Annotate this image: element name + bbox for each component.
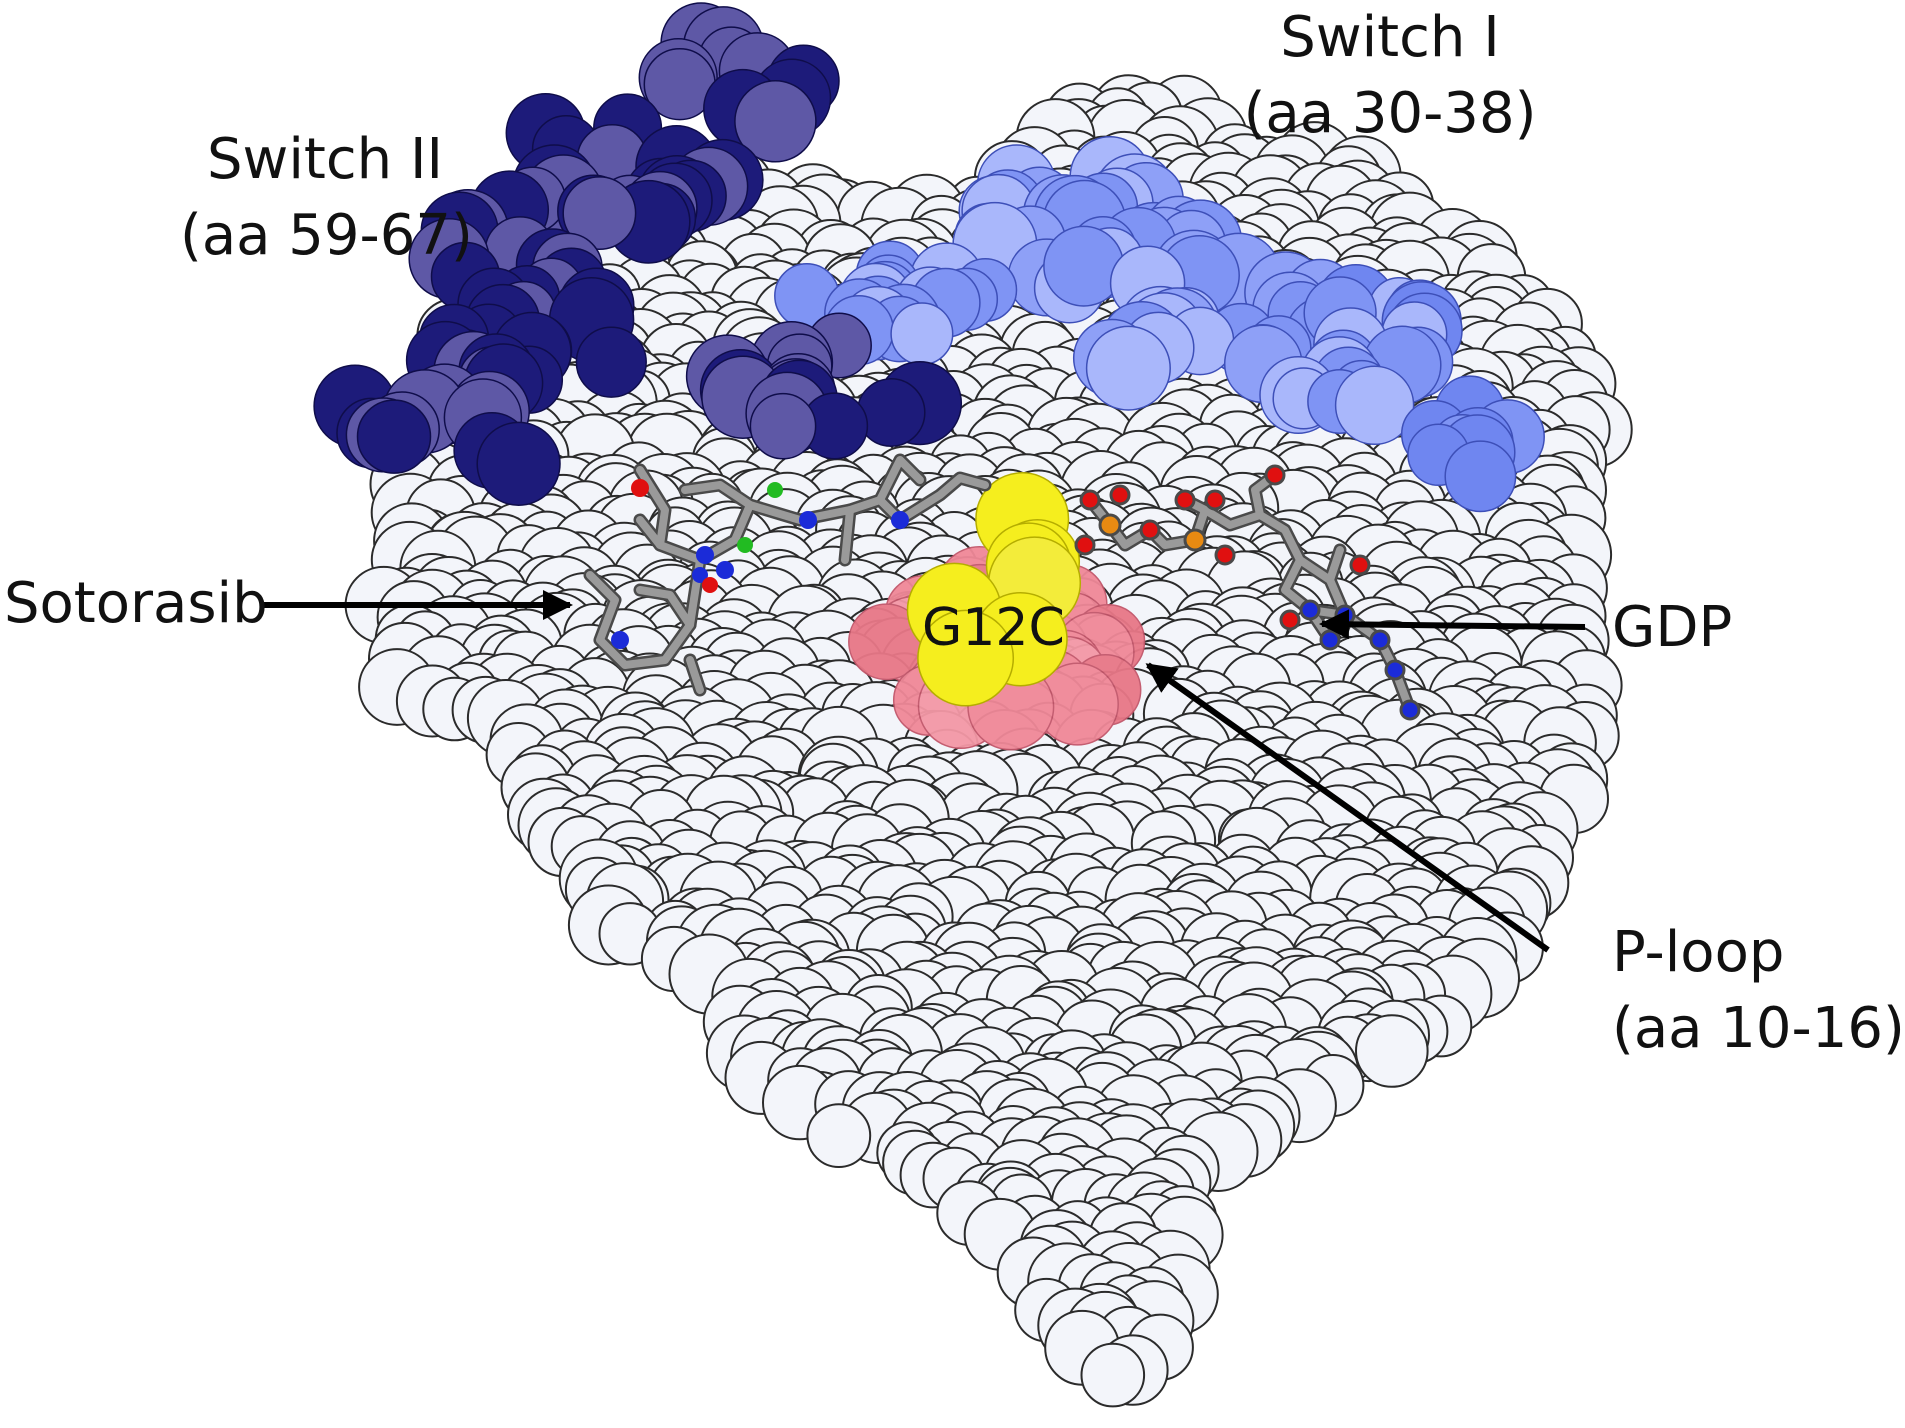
switch-i-label: Switch I (aa 30-38) <box>1240 0 1540 152</box>
gdp-text: GDP <box>1612 595 1733 660</box>
switch-i-range: (aa 30-38) <box>1243 81 1537 146</box>
p-loop-label: P-loop (aa 10-16) <box>1612 915 1905 1067</box>
atom-sphere <box>856 378 926 447</box>
atom-sphere <box>806 1103 872 1168</box>
p-loop-arrow <box>1145 662 1550 953</box>
atom-sphere <box>1355 1014 1429 1088</box>
switch-ii-range: (aa 59-67) <box>180 203 473 268</box>
switch-ii-title: Switch II <box>207 127 443 192</box>
atom-sphere <box>749 392 817 460</box>
atom-sphere <box>917 609 1015 707</box>
atom-sphere <box>1334 365 1415 446</box>
gdp-arrow <box>1319 609 1586 640</box>
gdp-molecule <box>1074 464 1421 721</box>
switch-ii-label: Switch II (aa 59-67) <box>180 122 473 274</box>
p-loop-title: P-loop <box>1612 920 1785 985</box>
atom-sphere <box>1444 440 1517 513</box>
g12c-text: G12C <box>922 598 1065 658</box>
g12c-label: G12C <box>922 590 1065 666</box>
atom-sphere <box>476 421 561 506</box>
atom-sphere <box>890 302 954 366</box>
switch-i-title: Switch I <box>1280 5 1500 70</box>
sotorasib-label: Sotorasib <box>4 566 268 642</box>
atom-sphere <box>575 326 647 398</box>
atom-sphere <box>562 176 637 251</box>
sotorasib-molecule <box>583 453 992 697</box>
g12c-residue <box>906 472 1082 707</box>
atom-sphere <box>1085 325 1171 411</box>
switch-ii-region <box>313 2 963 506</box>
atom-sphere <box>356 399 432 474</box>
sotorasib-text: Sotorasib <box>4 571 268 636</box>
p-loop-range: (aa 10-16) <box>1612 996 1905 1061</box>
atom-sphere <box>1080 1342 1146 1408</box>
annotation-arrows <box>262 590 1586 953</box>
atom-sphere <box>734 80 817 163</box>
gdp-label: GDP <box>1612 590 1732 666</box>
